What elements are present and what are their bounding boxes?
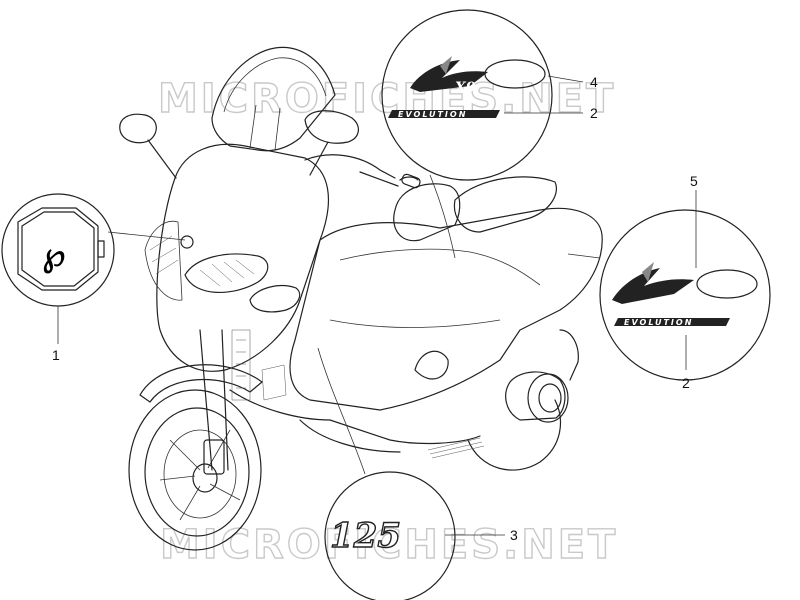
- front-wheel: [128, 329, 262, 551]
- watermark-bottom: MICROFICHES.NET: [160, 522, 618, 568]
- callout-2-right: 2: [682, 375, 690, 391]
- callout-5: 5: [690, 173, 698, 189]
- detail-bottom-125: 125: [317, 347, 505, 600]
- evolution-text-right: EVOLUTION: [624, 318, 693, 327]
- displacement-125-text: 125: [330, 516, 401, 556]
- seat: [393, 183, 461, 242]
- side-vent: [414, 350, 449, 380]
- evolution-text-top: EVOLUTION: [398, 110, 467, 119]
- rear-wheel: [467, 373, 569, 471]
- detail-right-logo: EVOLUTION: [567, 190, 771, 381]
- piaggio-emblem-icon: ℘: [42, 235, 66, 275]
- floorboard: [229, 389, 481, 445]
- front-fender: [139, 364, 263, 403]
- left-mirror: [119, 113, 157, 144]
- front-fairing: [156, 143, 330, 372]
- passenger-seat: [453, 176, 557, 233]
- right-mirror: [304, 110, 359, 144]
- emblem-mount: [180, 235, 194, 249]
- detail-top-logo: X9 EVOLUTION: [381, 9, 584, 259]
- x9-wing-icon: [612, 268, 694, 304]
- exhaust: [505, 371, 566, 421]
- headlight-left: [184, 253, 269, 293]
- callout-3: 3: [510, 527, 518, 543]
- callout-4: 4: [590, 74, 598, 90]
- handlebar: [304, 154, 396, 179]
- callout-1: 1: [52, 347, 60, 363]
- x9-wing-icon: [410, 60, 488, 92]
- detail-emblem: ℘: [1, 193, 186, 344]
- callout-2-top: 2: [590, 105, 598, 121]
- headlight-right: [249, 285, 301, 313]
- side-panel: [289, 207, 603, 411]
- scooter-illustration: [119, 46, 603, 551]
- windscreen: [211, 46, 336, 152]
- logo-x9-top: X9: [454, 80, 476, 96]
